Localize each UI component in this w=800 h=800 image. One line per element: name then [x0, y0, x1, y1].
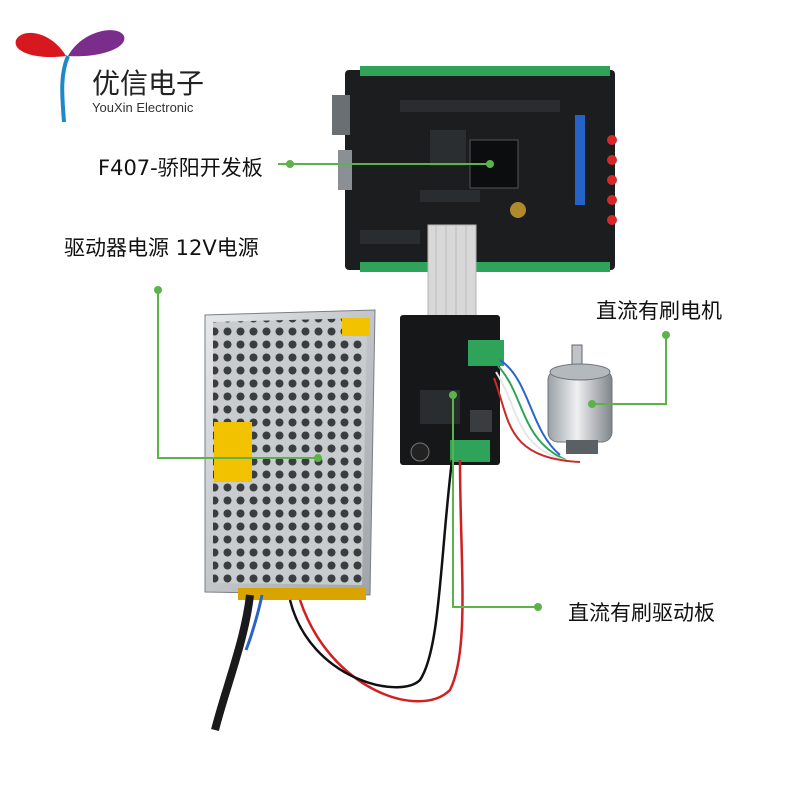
- power-wires: [211, 459, 464, 731]
- development-board: [332, 66, 617, 272]
- callout-dots: [154, 160, 670, 611]
- dc-driver-label: 直流有刷驱动板: [568, 601, 715, 625]
- sprout-logo-icon: [15, 30, 125, 123]
- dev-board-label: F407-骄阳开发板: [98, 156, 263, 180]
- power-supply-label: 驱动器电源 12V电源: [64, 236, 259, 260]
- dc-motor-label: 直流有刷电机: [596, 299, 722, 323]
- dc-motor: [547, 344, 613, 454]
- ribbon-cable: [427, 224, 477, 326]
- callout-lines: [157, 163, 667, 608]
- motor-wires: [493, 359, 581, 463]
- switching-power-supply: [204, 309, 376, 600]
- brand-name-en: YouXin Electronic: [92, 100, 194, 115]
- brand-name-cn: 优信电子: [92, 67, 205, 100]
